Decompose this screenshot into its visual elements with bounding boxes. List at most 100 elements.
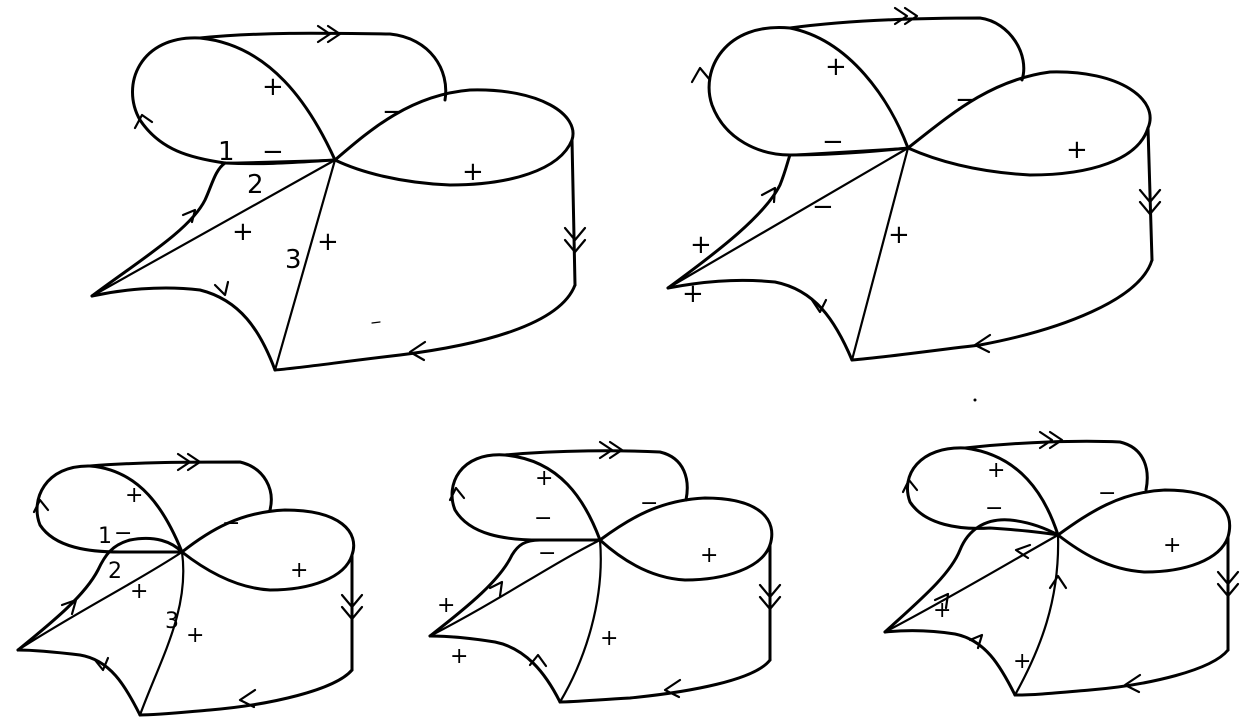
p1-minus-2: − bbox=[262, 137, 284, 167]
p2-arrow-left bbox=[690, 66, 712, 84]
p3-plus-3: + bbox=[290, 558, 308, 583]
p5-minus-1: − bbox=[1098, 481, 1116, 506]
speck-2 bbox=[371, 321, 381, 324]
p3-line-b bbox=[138, 550, 185, 717]
p2-plus-2: + bbox=[1066, 135, 1088, 165]
p5-minus-2: − bbox=[985, 496, 1003, 521]
p2-arrow-cusp-upper bbox=[760, 186, 777, 204]
p1-left-cusp-upper bbox=[90, 161, 227, 298]
p1-line-1 bbox=[223, 158, 337, 165]
p3-left-cusp-lower bbox=[16, 648, 142, 717]
p2-top-edge bbox=[788, 16, 1026, 82]
panel-5: + − − + + + bbox=[883, 430, 1240, 697]
p2-bottom-edge bbox=[850, 258, 1154, 362]
p3-arrow-bottom bbox=[238, 688, 257, 709]
p4-line-b bbox=[558, 538, 602, 704]
p2-plus-1: + bbox=[825, 52, 847, 82]
p4-bottom-edge bbox=[558, 658, 772, 704]
p1-arrow-bottom bbox=[408, 340, 427, 362]
p5-top-edge bbox=[963, 439, 1149, 492]
p5-arrow-inner-1 bbox=[1014, 543, 1032, 560]
p5-left-cusp-lower bbox=[883, 629, 1017, 697]
p3-minus-2: − bbox=[222, 511, 240, 536]
p2-minus-3: − bbox=[812, 192, 834, 222]
p4-plus-4: + bbox=[437, 593, 455, 618]
p4-plus-2: + bbox=[700, 543, 718, 568]
p5-line-a bbox=[883, 533, 1060, 634]
p3-label-1: 1 bbox=[98, 524, 112, 549]
p1-label-2: 2 bbox=[247, 170, 264, 200]
p1-plus-2: + bbox=[232, 217, 254, 247]
p1-left-lobe-outline bbox=[131, 36, 337, 166]
p1-line-3 bbox=[273, 158, 337, 372]
p2-plus-4: + bbox=[690, 230, 712, 260]
p5-plus-3: + bbox=[933, 598, 951, 623]
p3-line-a bbox=[16, 550, 184, 652]
p3-left-cusp-upper bbox=[16, 536, 184, 652]
p3-plus-2: + bbox=[130, 579, 148, 604]
p4-arrow-top bbox=[598, 440, 624, 460]
p1-left-cusp-lower bbox=[90, 286, 277, 372]
p5-arrow-right bbox=[1216, 570, 1240, 598]
p2-plus-3: + bbox=[888, 220, 910, 250]
p2-line-b bbox=[850, 146, 910, 362]
panel-3: + 1 − − 2 + + 3 + bbox=[16, 452, 364, 717]
p3-top-edge bbox=[88, 460, 273, 512]
p4-top-edge bbox=[503, 449, 689, 502]
p2-arrow-cusp-lower bbox=[810, 298, 828, 314]
p5-left-cusp-upper bbox=[883, 518, 1060, 634]
p3-arrow-left bbox=[32, 498, 50, 514]
p2-minus-1: − bbox=[955, 85, 977, 115]
p5-arrow-cusp-lower bbox=[968, 633, 984, 650]
p2-line-a bbox=[666, 146, 910, 290]
p3-arrow-cusp-upper bbox=[60, 598, 78, 616]
p2-left-cusp-upper bbox=[666, 153, 792, 290]
p4-minus-3: − bbox=[538, 541, 556, 566]
p1-arrow-cusp-lower bbox=[213, 280, 230, 297]
p1-line-2 bbox=[90, 158, 337, 298]
p3-arrow-cusp-lower bbox=[93, 656, 110, 672]
p1-minus-1: − bbox=[382, 97, 404, 127]
p1-right-wall bbox=[570, 138, 577, 287]
p2-plus-5: + bbox=[682, 279, 704, 309]
p4-arrow-left bbox=[448, 486, 466, 502]
p3-label-2: 2 bbox=[108, 559, 122, 584]
p4-left-lobe-outline bbox=[450, 453, 602, 542]
p5-left-lobe-outline bbox=[905, 446, 1060, 537]
p2-arrow-right bbox=[1138, 188, 1162, 216]
p4-left-cusp-upper bbox=[428, 538, 542, 638]
p5-right-lobe-outline bbox=[1056, 488, 1232, 574]
p2-arrow-top bbox=[893, 6, 919, 26]
p2-right-wall bbox=[1146, 126, 1154, 262]
p5-bottom-edge bbox=[1013, 648, 1230, 697]
panel-1: + − 1 − 2 + 3 + + bbox=[90, 24, 587, 372]
p1-right-lobe-outline bbox=[333, 88, 575, 187]
p5-arrow-bottom bbox=[1123, 673, 1142, 694]
p1-arrow-left bbox=[133, 113, 154, 130]
p5-arrow-left bbox=[901, 478, 919, 494]
p4-plus-1: + bbox=[535, 466, 553, 491]
p4-plus-3: + bbox=[600, 626, 618, 651]
p2-right-lobe-outline bbox=[906, 70, 1152, 177]
p1-label-3: 3 bbox=[285, 245, 302, 275]
p5-plus-4: + bbox=[1013, 649, 1031, 674]
p3-bottom-edge bbox=[138, 668, 354, 717]
p4-minus-1: − bbox=[640, 491, 658, 516]
p4-left-cusp-lower bbox=[428, 634, 562, 704]
p5-arrow-top bbox=[1038, 430, 1064, 450]
p2-left-cusp-lower bbox=[666, 278, 854, 362]
p1-top-edge bbox=[198, 31, 448, 102]
p4-arrow-bottom bbox=[663, 678, 682, 699]
p5-arrow-cusp-upper bbox=[933, 592, 950, 610]
p3-arrow-right bbox=[340, 593, 364, 621]
p1-plus-1: + bbox=[262, 72, 284, 102]
p1-arrow-cusp-upper bbox=[181, 208, 197, 224]
panel-4: + − − − + + + + bbox=[428, 440, 782, 704]
p2-arrow-bottom bbox=[973, 333, 992, 354]
p4-arrow-cusp-lower bbox=[528, 653, 548, 668]
p1-plus-4: + bbox=[462, 157, 484, 187]
p4-plus-5: + bbox=[450, 644, 468, 669]
p2-line-c bbox=[788, 146, 910, 157]
